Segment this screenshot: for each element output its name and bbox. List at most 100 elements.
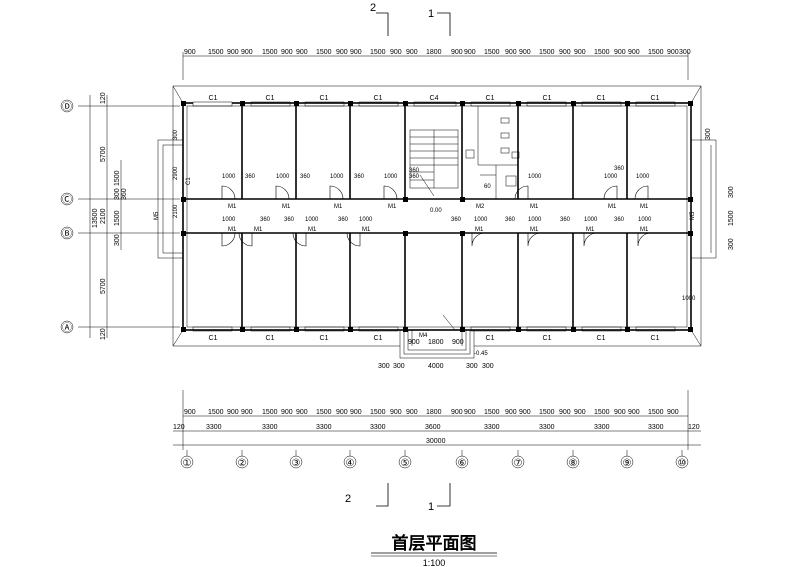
misc-labels: M5 M5 M4 0.00 -0.45 C1 60 1000 360 2900 … <box>154 129 696 357</box>
window-bottom-7: C1 <box>597 335 606 342</box>
bot-dim-2: 1500 <box>208 409 224 416</box>
right-dim-3: 1500 <box>728 210 735 226</box>
top-dim-19: 900 <box>519 49 531 56</box>
bot-dim-17: 1500 <box>484 409 500 416</box>
top-dim-24: 900 <box>614 49 626 56</box>
bay-8: 3300 <box>539 424 555 431</box>
side-door-right: M5 <box>690 211 696 220</box>
top-dim-13: 900 <box>406 49 418 56</box>
bottom-segment-labels: 900 1500 900 900 1500 900 900 1500 900 9… <box>184 409 679 416</box>
top-dim-17: 1500 <box>484 49 500 56</box>
left-dim-120-top: 120 <box>100 92 107 104</box>
window-top-5: C4 <box>430 95 439 102</box>
door-width-1: 1000 <box>222 174 236 180</box>
door-offset-7: 360 <box>284 217 295 223</box>
door-offset-4: 360 <box>409 174 420 180</box>
door-offset-12: 360 <box>614 217 625 223</box>
left-dim-120-bottom: 120 <box>100 328 107 340</box>
bot-dim-19: 900 <box>519 409 531 416</box>
door-offset-2: 360 <box>300 174 311 180</box>
bot-dim-22: 900 <box>574 409 586 416</box>
bay-1: 120 <box>173 424 185 431</box>
axis-10: ⑩ <box>678 458 687 469</box>
window-top-7: C1 <box>543 95 552 102</box>
door-upper-5: M2 <box>476 204 485 210</box>
door-width-12: 1000 <box>528 217 542 223</box>
door-lower-3: M1 <box>308 227 317 233</box>
axis-leaders <box>186 450 683 456</box>
top-dim-8: 1500 <box>316 49 332 56</box>
door-upper-3: M1 <box>334 204 343 210</box>
axis-1: ① <box>183 458 192 469</box>
doors-lower <box>221 232 652 247</box>
side-window-left: C1 <box>186 177 192 185</box>
bottom-dimension-lines <box>173 390 701 450</box>
window-top-2: C1 <box>266 95 275 102</box>
left-dimension-lines <box>78 95 180 338</box>
door-lower-7: M1 <box>586 227 595 233</box>
window-top-3: C1 <box>320 95 329 102</box>
axis-5: ⑤ <box>401 458 410 469</box>
window-bottom-2: C1 <box>266 335 275 342</box>
door-width-6: 1000 <box>604 174 618 180</box>
bot-dim-16: 900 <box>464 409 476 416</box>
window-top-8: C1 <box>597 95 606 102</box>
section-marks <box>376 12 451 507</box>
window-bottom-5: C1 <box>486 335 495 342</box>
door-offset-6: 360 <box>260 217 271 223</box>
door-width-9: 1000 <box>305 217 319 223</box>
bay-10: 3300 <box>648 424 664 431</box>
axis-column-labels: ① ② ③ ④ ⑤ ⑥ ⑦ ⑧ ⑨ ⑩ <box>183 458 687 469</box>
door-dims: 1000 360 1000 360 1000 360 1000 360 1000… <box>222 166 652 223</box>
entrance-inner-3: 900 <box>452 339 464 346</box>
axis-6: ⑥ <box>458 458 467 469</box>
bay-9: 3300 <box>594 424 610 431</box>
left-dim-5700-bottom: 5700 <box>100 278 107 294</box>
window-bottom-4: C1 <box>374 335 383 342</box>
door-width-13: 1000 <box>584 217 598 223</box>
door-width-10: 1000 <box>359 217 373 223</box>
top-dim-18: 900 <box>505 49 517 56</box>
columns <box>181 101 693 332</box>
door-width-11: 1000 <box>474 217 488 223</box>
stair <box>409 129 459 197</box>
bot-dim-7: 900 <box>296 409 308 416</box>
top-dim-22: 900 <box>574 49 586 56</box>
door-lower-2: M1 <box>254 227 263 233</box>
top-dim-23: 1500 <box>594 49 610 56</box>
corridor-level: 0.00 <box>430 208 442 214</box>
right-dimension-labels: 300 300 1500 300 <box>705 128 735 250</box>
top-dim-11: 1500 <box>370 49 386 56</box>
axis-D: Ⓓ <box>62 101 72 113</box>
right-dim-1: 300 <box>705 128 712 140</box>
axis-3: ③ <box>292 458 301 469</box>
axis-8: ⑧ <box>569 458 578 469</box>
window-bottom-1: C1 <box>209 335 218 342</box>
entrance-dim-5: 300 <box>482 363 494 370</box>
bot-dim-11: 1500 <box>370 409 386 416</box>
bot-dim-20: 1500 <box>539 409 555 416</box>
door-upper-8: M1 <box>640 204 649 210</box>
door-lower-4: M1 <box>362 227 371 233</box>
axis-C: Ⓒ <box>62 194 72 206</box>
bay-2: 3300 <box>206 424 222 431</box>
left-inner-2: 300 <box>114 188 121 200</box>
windows-bottom <box>192 326 676 332</box>
top-dim-1: 900 <box>184 49 196 56</box>
door-labels-upper: M1 M1 M1 M1 M2 M1 M1 M1 <box>228 204 649 210</box>
bot-dim-3: 900 <box>227 409 239 416</box>
bot-dim-10: 900 <box>350 409 362 416</box>
side-door-left: M5 <box>154 211 160 220</box>
axis-7: ⑦ <box>514 458 523 469</box>
bay-labels: 120 3300 3300 3300 3300 3600 3300 3300 3… <box>173 424 700 445</box>
top-dim-16: 900 <box>464 49 476 56</box>
window-bottom-3: C1 <box>320 335 329 342</box>
drawing-title-block: 首层平面图 1:100 <box>392 533 477 567</box>
window-top-6: C1 <box>486 95 495 102</box>
window-top-4: C1 <box>374 95 383 102</box>
door-width-3: 1000 <box>330 174 344 180</box>
top-dim-7: 900 <box>296 49 308 56</box>
bot-dim-23: 1500 <box>594 409 610 416</box>
door-width-4: 1000 <box>384 174 398 180</box>
axis-9: ⑨ <box>623 458 632 469</box>
